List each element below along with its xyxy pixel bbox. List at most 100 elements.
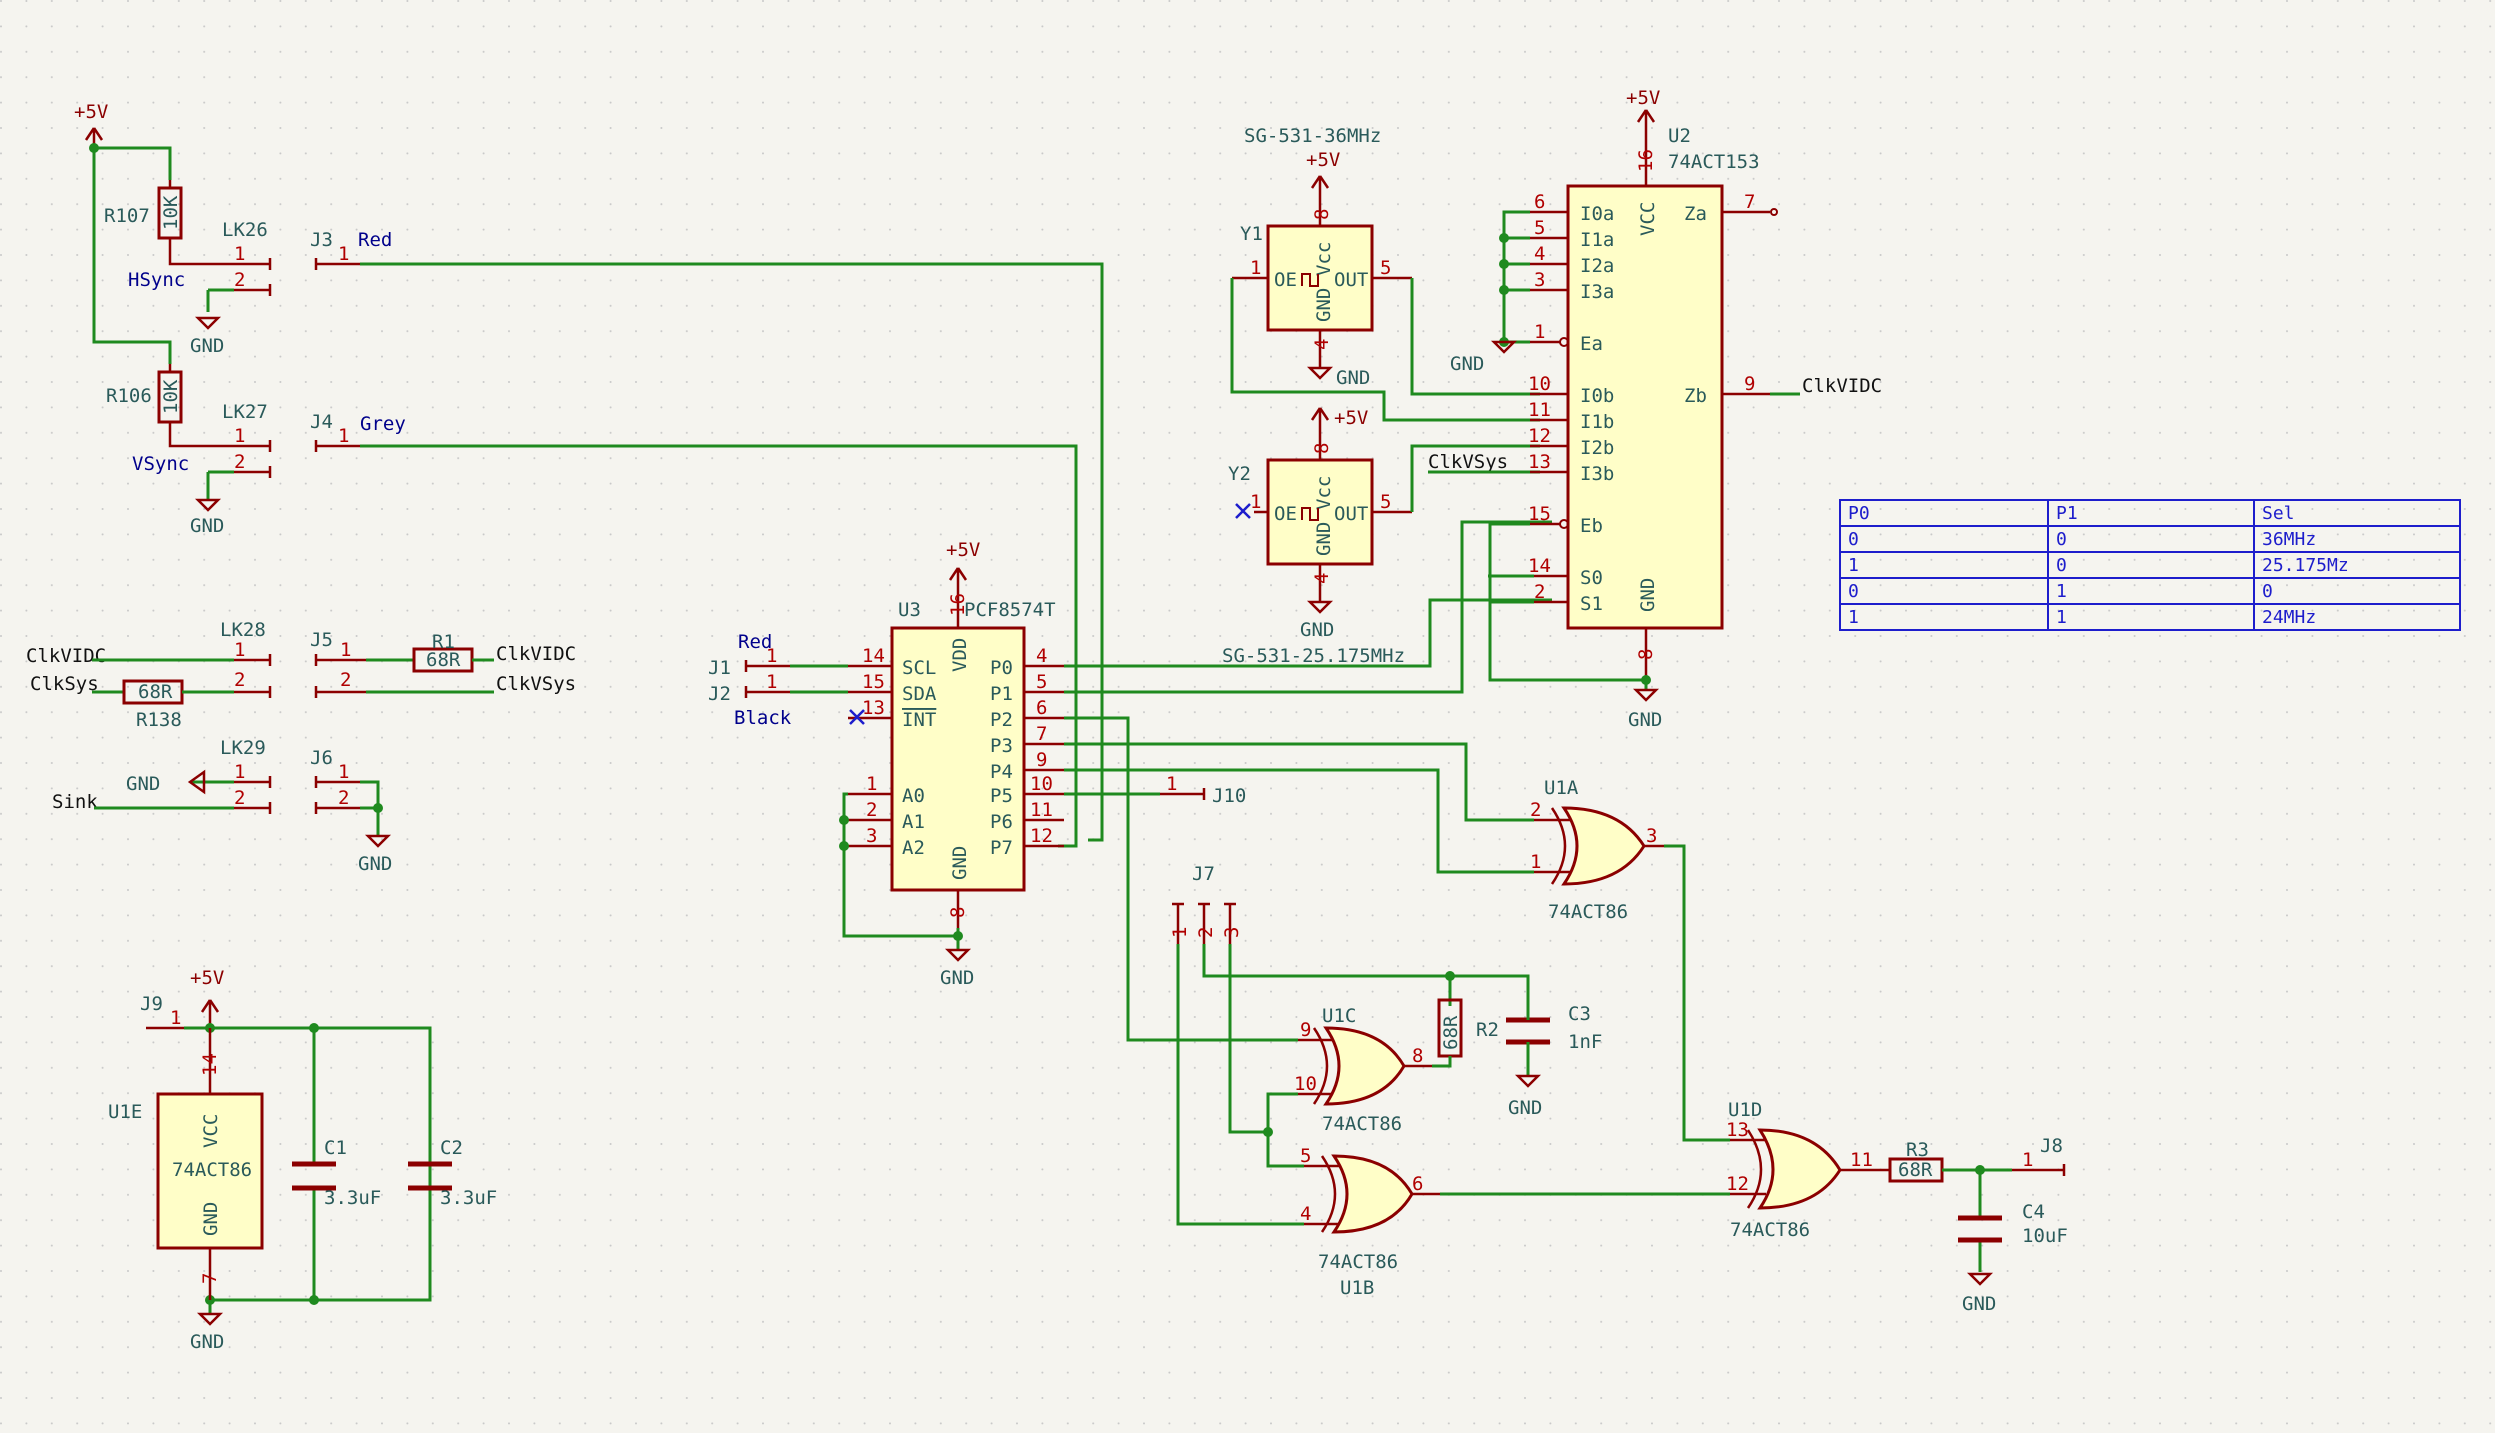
oscillator-y1[interactable]: SG-531-36MHz +5V 8 4 1 5 Vcc GND OE OUT … (1232, 125, 1412, 368)
link-lk29[interactable]: LK29 1 2 (220, 737, 272, 814)
oscillator-y2[interactable]: +5V 8 4 1 5 Vcc GND OE OUT Y2 SG-531-25.… (1222, 407, 1412, 667)
svg-text:15: 15 (1528, 503, 1551, 525)
svg-text:LK26: LK26 (222, 219, 268, 241)
svg-text:SG-531-25.175MHz: SG-531-25.175MHz (1222, 645, 1405, 667)
svg-text:ClkVIDC: ClkVIDC (496, 643, 576, 665)
svg-text:5: 5 (1380, 491, 1391, 513)
svg-text:1: 1 (1250, 257, 1261, 279)
svg-text:S0: S0 (1580, 567, 1603, 589)
resistor-r106[interactable]: 10K R106 (106, 364, 234, 448)
svg-text:I2a: I2a (1580, 255, 1614, 277)
svg-text:P2: P2 (990, 709, 1013, 731)
gnd-u3: GND (940, 948, 974, 989)
svg-text:P0: P0 (990, 657, 1013, 679)
svg-text:OUT: OUT (1334, 503, 1368, 525)
xor-u1c[interactable]: 9 10 8 U1C 74ACT86 (1294, 1005, 1432, 1135)
capacitor-c3[interactable]: C3 1nF (1506, 1003, 1602, 1076)
connector-j5[interactable]: J5 1 2 (310, 629, 366, 698)
svg-text:9: 9 (1036, 749, 1047, 771)
svg-text:8: 8 (1311, 209, 1333, 220)
connector-j6[interactable]: J6 1 2 (310, 747, 360, 814)
svg-text:5: 5 (1534, 217, 1545, 239)
svg-text:68R: 68R (138, 681, 173, 703)
gnd-lk26: GND (190, 316, 224, 357)
svg-text:74ACT86: 74ACT86 (172, 1159, 252, 1181)
mux-u2[interactable]: U2 74ACT153 +5V 16 8 VCC GND 6 5 4 3 1 1… (1528, 87, 1778, 676)
connector-j3[interactable]: J3 Red 1 (310, 229, 392, 270)
svg-text:11: 11 (1850, 1149, 1873, 1171)
gnd-c4: GND (1962, 1272, 1996, 1315)
svg-text:I0a: I0a (1580, 203, 1614, 225)
svg-text:1: 1 (1534, 321, 1545, 343)
svg-text:8: 8 (1635, 649, 1657, 660)
svg-text:J2: J2 (708, 683, 731, 705)
svg-text:2: 2 (1195, 927, 1217, 938)
svg-text:GND: GND (1962, 1293, 1996, 1315)
svg-text:LK29: LK29 (220, 737, 266, 759)
svg-text:+5V: +5V (1334, 407, 1368, 429)
svg-text:GND: GND (940, 967, 974, 989)
connector-j1[interactable]: J1 Red 1 (708, 631, 790, 679)
connector-j2[interactable]: J2 Black 1 (708, 671, 792, 729)
capacitor-c4[interactable]: C4 10uF (1958, 1170, 2068, 1272)
svg-text:13: 13 (1528, 451, 1551, 473)
svg-text:Grey: Grey (360, 413, 406, 435)
svg-text:U1A: U1A (1544, 777, 1579, 799)
capacitor-c1[interactable]: C1 3.3uF (292, 1028, 381, 1300)
resistor-r1[interactable]: 68R R1 (412, 631, 474, 673)
svg-text:1: 1 (1166, 773, 1177, 795)
svg-text:C2: C2 (440, 1137, 463, 1159)
svg-text:8: 8 (947, 907, 969, 918)
svg-text:1: 1 (1250, 491, 1261, 513)
gnd-y2: GND (1300, 600, 1334, 641)
gnd-y1: GND (1306, 366, 1370, 389)
svg-text:+5V: +5V (1306, 149, 1340, 171)
svg-text:R3: R3 (1906, 1139, 1929, 1161)
link-lk27[interactable]: LK27 1 2 (222, 401, 272, 478)
u1e-power-block: J9 1 +5V 14 7 VCC GND 74ACT86 U1E GND (108, 967, 497, 1353)
link-lk28[interactable]: LK28 1 2 (220, 619, 272, 698)
capacitor-c2[interactable]: C2 3.3uF (408, 1137, 497, 1209)
svg-text:U1E: U1E (108, 1101, 142, 1123)
svg-text:OE: OE (1274, 269, 1297, 291)
svg-text:GND: GND (949, 846, 971, 880)
xor-u1b[interactable]: 5 4 6 74ACT86 U1B (1300, 1145, 1440, 1299)
gnd-lk29: GND (126, 769, 206, 795)
resistor-r3[interactable]: 68R R3 (1888, 1139, 1944, 1183)
connector-j10[interactable]: 1 J10 (1160, 773, 1246, 807)
gnd-c3: GND (1508, 1074, 1542, 1119)
xor-u1e[interactable]: 14 7 VCC GND 74ACT86 U1E (108, 1028, 264, 1300)
svg-text:74ACT86: 74ACT86 (1322, 1113, 1402, 1135)
svg-text:68R: 68R (1898, 1159, 1933, 1181)
svg-text:C1: C1 (324, 1137, 347, 1159)
svg-text:2: 2 (234, 451, 245, 473)
power-5v-sync[interactable]: +5V (74, 101, 108, 148)
svg-text:16: 16 (1635, 149, 1657, 172)
svg-text:12: 12 (1030, 825, 1053, 847)
svg-text:Vcc: Vcc (1313, 242, 1335, 276)
svg-text:1: 1 (338, 761, 349, 783)
svg-text:16: 16 (947, 593, 969, 616)
xor-u1a[interactable]: 2 1 3 U1A 74ACT86 (1530, 777, 1664, 923)
svg-text:13: 13 (1726, 1119, 1749, 1141)
table-header-cell: P1 (2056, 503, 2078, 524)
xor-u1d[interactable]: 13 12 11 U1D 74ACT86 (1726, 1099, 1890, 1241)
connector-j8[interactable]: J8 1 (2012, 1135, 2066, 1176)
io-expander-u3[interactable]: U3 PCF8574T 16 VDD +5V 8 GND 14 15 13 1 … (848, 539, 1064, 928)
connector-j7[interactable]: J7 1 2 3 (1169, 863, 1243, 944)
resistor-r107[interactable]: 10K R107 (104, 180, 234, 266)
svg-text:Black: Black (734, 707, 792, 729)
link-lk26[interactable]: LK26 1 2 (222, 219, 272, 296)
svg-text:10: 10 (1528, 373, 1551, 395)
svg-text:2: 2 (866, 799, 877, 821)
svg-text:2: 2 (340, 669, 351, 691)
power-5v-u3: +5V (946, 539, 980, 590)
svg-text:OUT: OUT (1334, 269, 1368, 291)
table-cell: 24MHz (2262, 607, 2316, 628)
svg-text:J1: J1 (708, 657, 731, 679)
svg-text:SCL: SCL (902, 657, 936, 679)
svg-text:U1D: U1D (1728, 1099, 1762, 1121)
svg-text:8: 8 (1311, 443, 1333, 454)
connector-j4[interactable]: J4 Grey 1 (310, 411, 406, 452)
svg-text:A2: A2 (902, 837, 925, 859)
